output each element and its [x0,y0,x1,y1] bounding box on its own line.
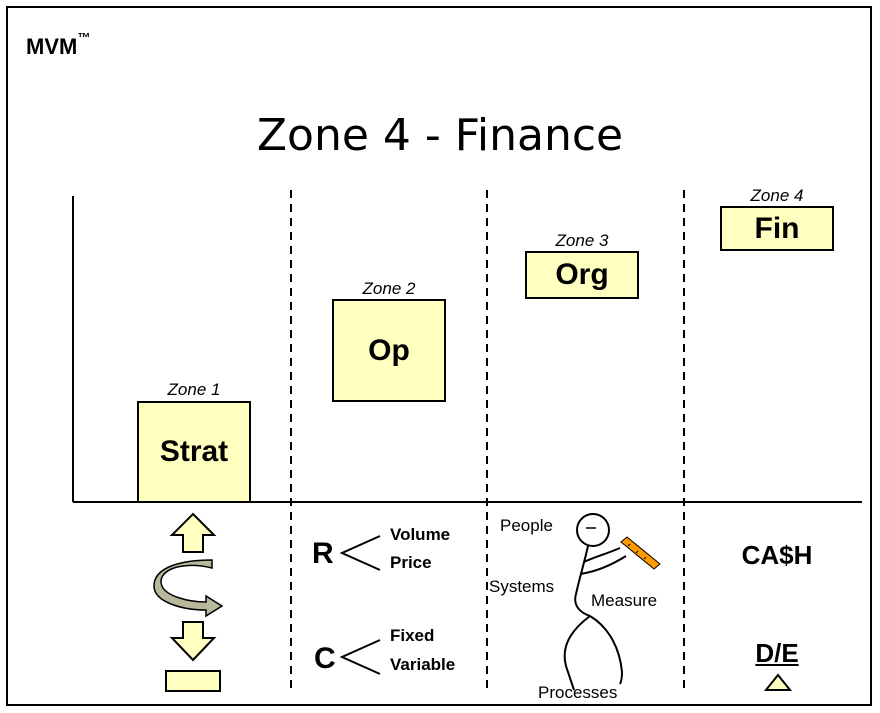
revenue-volume: Volume [390,525,451,544]
slide-frame [6,6,872,706]
base-block-icon [165,670,221,692]
systems-label: Systems [489,577,555,596]
fulcrum-icon [764,673,792,691]
zone-4-label: Zone 4 [750,186,804,205]
org-box: Org [525,251,639,299]
revenue-branch-icon [339,535,381,571]
zone-2-label: Zone 2 [362,279,416,298]
cost-fixed: Fixed [390,626,435,645]
measure-label: Measure [591,591,658,610]
page-title: Zone 4 - Finance [256,110,624,161]
ruler-icon [620,536,661,570]
fin-box: Fin [720,206,834,251]
down-arrow-icon [169,621,217,662]
strat-box: Strat [137,401,251,503]
brand-logo: MVM™ [26,30,91,59]
op-box: Op [332,299,446,402]
cost-variable: Variable [390,655,456,674]
debt-equity-label: D/E [755,638,799,668]
cash-label: CA$H [741,540,813,570]
cost-branch-icon [339,639,381,675]
zone-1-label: Zone 1 [167,380,221,399]
rotation-icon [153,559,224,618]
revenue-price: Price [390,553,432,572]
revenue-letter: R [312,537,334,570]
up-arrow-icon [169,512,217,553]
cost-letter: C [314,642,336,675]
processes-label: Processes [538,683,618,702]
strategy-symbols [153,512,224,692]
zone-3-label: Zone 3 [555,231,609,250]
people-label: People [500,516,553,535]
stick-figure-icon [563,513,661,691]
